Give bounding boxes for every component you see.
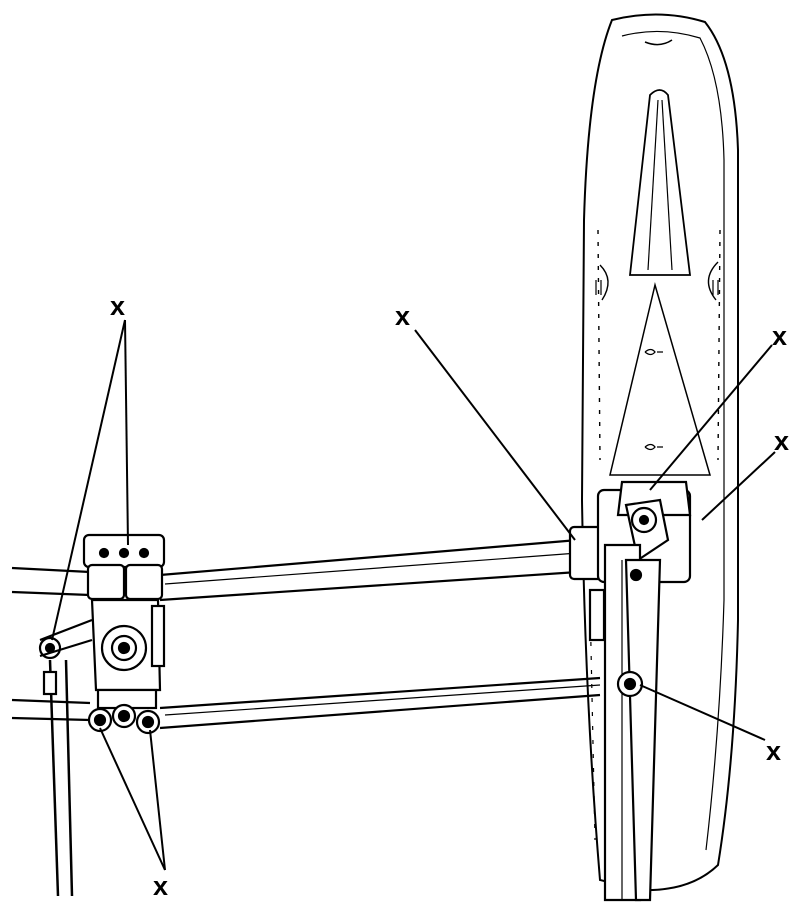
- blade-slot: [628, 89, 692, 276]
- left-shaft: [48, 659, 74, 897]
- upper-rod: [11, 538, 579, 602]
- leader-center: [414, 329, 576, 541]
- leader-bottom-left-b: [149, 729, 166, 871]
- callout-x-top-left: x: [110, 291, 125, 321]
- callout-x-bottom-left: x: [153, 871, 168, 901]
- leader-top-left-a: [51, 319, 126, 641]
- leader-bottom-left-a: [99, 727, 166, 871]
- leader-lines: [51, 319, 776, 871]
- rotor-blade: [580, 13, 739, 892]
- callout-x-center: x: [395, 301, 410, 331]
- blade-inner-outline: [621, 30, 725, 851]
- leader-right-lower: [639, 684, 766, 741]
- leader-right-upper: [649, 344, 773, 491]
- callout-x-right-upper: x: [772, 321, 787, 351]
- lower-rod: [11, 676, 601, 730]
- leader-top-left-b: [124, 319, 129, 546]
- blade-tip-mark: [644, 39, 673, 46]
- blade-outline: [580, 13, 739, 892]
- blade-grip: [568, 480, 692, 902]
- callout-labels: x x x x x x: [110, 291, 789, 901]
- blade-web: [609, 282, 711, 476]
- hub-assembly: [38, 533, 166, 735]
- callout-x-right-lower: x: [766, 736, 781, 766]
- callout-x-right-middle: x: [774, 426, 789, 456]
- leader-right-middle: [701, 451, 776, 521]
